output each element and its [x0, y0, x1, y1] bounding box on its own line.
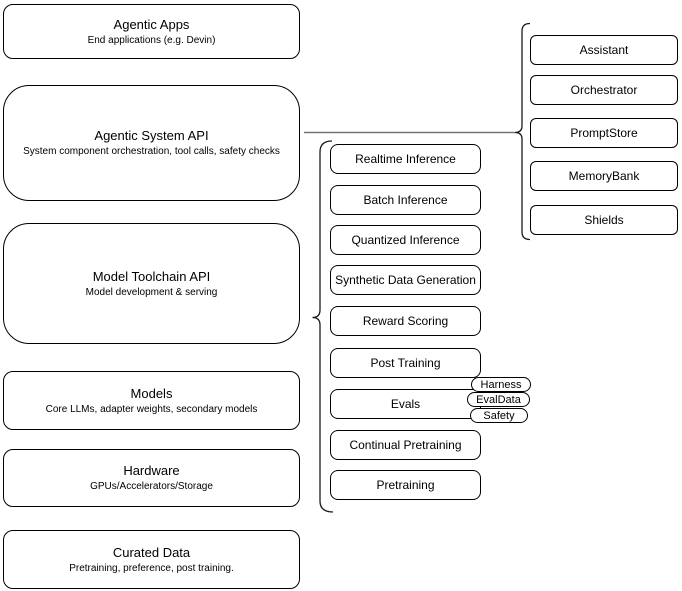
node-title: Curated Data [112, 544, 191, 560]
node-hardware: Hardware GPUs/Accelerators/Storage [3, 449, 300, 507]
node-label: PromptStore [570, 126, 638, 140]
node-realtime-inference: Realtime Inference [330, 144, 481, 174]
node-label: MemoryBank [568, 169, 640, 183]
node-agentic-apps: Agentic Apps End applications (e.g. Devi… [3, 4, 300, 59]
node-label: Reward Scoring [362, 314, 449, 328]
node-orchestrator: Orchestrator [530, 75, 678, 105]
node-title: Hardware [123, 463, 180, 478]
node-subtitle: Core LLMs, adapter weights, secondary mo… [45, 403, 258, 415]
node-title: Models [130, 385, 173, 401]
node-evals: Evals [330, 389, 481, 419]
node-label: Assistant [579, 43, 629, 57]
node-assistant: Assistant [530, 35, 678, 65]
node-label: Batch Inference [363, 193, 448, 207]
node-title: Agentic Apps [113, 16, 190, 32]
node-shields: Shields [530, 205, 678, 235]
node-label: Continual Pretraining [349, 438, 462, 452]
node-models: Models Core LLMs, adapter weights, secon… [3, 371, 300, 430]
tag-label: Safety [483, 409, 515, 422]
node-curated-data: Curated Data Pretraining, preference, po… [3, 530, 300, 589]
tag-label: EvalData [476, 393, 521, 406]
node-reward-scoring: Reward Scoring [330, 306, 481, 336]
tag-safety: Safety [470, 408, 528, 423]
node-memorybank: MemoryBank [530, 161, 678, 191]
node-label: Quantized Inference [351, 233, 460, 247]
node-promptstore: PromptStore [530, 118, 678, 148]
node-label: Shields [584, 213, 624, 227]
node-model-toolchain-api: Model Toolchain API Model development & … [3, 223, 300, 344]
node-label: Post Training [370, 356, 441, 370]
node-label: Pretraining [376, 478, 435, 492]
tag-evaldata: EvalData [467, 392, 530, 407]
node-subtitle: Pretraining, preference, post training. [69, 562, 234, 574]
node-subtitle: System component orchestration, tool cal… [23, 146, 280, 157]
node-label: Synthetic Data Generation [335, 273, 476, 287]
node-subtitle: End applications (e.g. Devin) [87, 34, 216, 46]
node-batch-inference: Batch Inference [330, 185, 481, 215]
node-subtitle: Model development & serving [85, 286, 218, 298]
tag-harness: Harness [471, 377, 531, 392]
node-label: Realtime Inference [355, 152, 456, 166]
node-pretraining: Pretraining [330, 470, 481, 500]
system-components-brace [514, 22, 531, 241]
node-label: Orchestrator [570, 83, 638, 97]
node-continual-pretraining: Continual Pretraining [330, 430, 481, 460]
node-title: Model Toolchain API [92, 268, 211, 284]
node-agentic-system-api: Agentic System API System component orch… [3, 85, 300, 201]
tag-label: Harness [480, 378, 522, 391]
node-label: Evals [390, 397, 421, 411]
node-subtitle: GPUs/Accelerators/Storage [90, 481, 213, 492]
node-quantized-inference: Quantized Inference [330, 225, 481, 255]
node-title: Agentic System API [94, 128, 209, 143]
node-post-training: Post Training [330, 348, 481, 378]
node-synthetic-data-generation: Synthetic Data Generation [330, 265, 481, 295]
